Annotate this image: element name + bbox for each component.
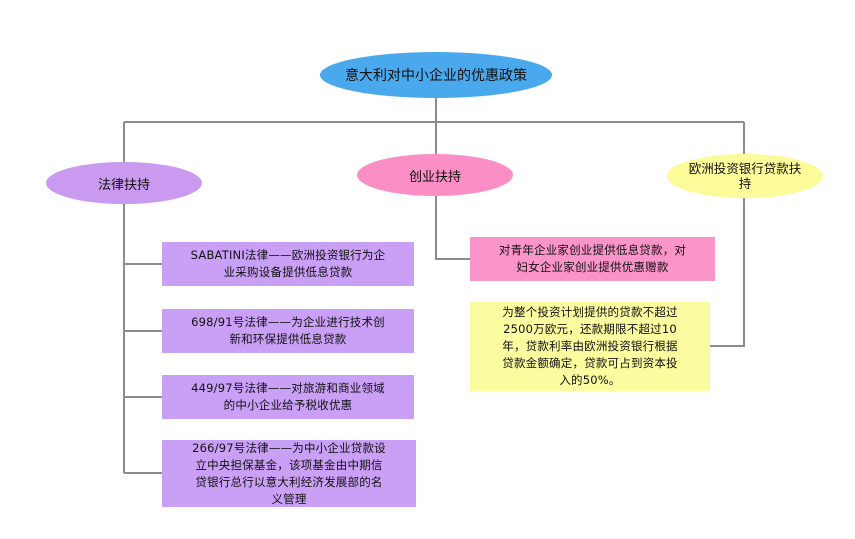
law-698-91-box: 698/91号法律——为企业进行技术创 新和环保提供低息贷款	[162, 309, 414, 353]
startup-detail-box: 对青年企业家创业提供低息贷款，对 妇女企业家创业提供优惠赠款	[470, 237, 715, 281]
law-sabatini-line1: SABATINI法律——欧洲投资银行为企	[190, 248, 386, 262]
startup-detail-line2: 妇女企业家创业提供优惠赠款	[516, 260, 669, 274]
law-266-97-line3: 贷银行总行以意大利经济发展部的名	[195, 474, 383, 489]
branch-legal-support: 法律扶持	[46, 162, 202, 204]
law-698-91-line1: 698/91号法律——为企业进行技术创	[191, 315, 385, 329]
eib-detail-box: 为整个投资计划提供的贷款不超过 2500万欧元，还款期限不超过10 年，贷款利率…	[470, 302, 710, 391]
law-266-97-line4: 义管理	[271, 491, 307, 506]
branch-eib-loan-support: 欧洲投资银行贷款扶 持	[667, 154, 823, 198]
eib-detail-line5: 入的50%。	[559, 373, 621, 387]
eib-detail-line1: 为整个投资计划提供的贷款不超过	[502, 305, 678, 319]
law-698-91-line2: 新和环保提供低息贷款	[229, 332, 347, 346]
branch-legal-label: 法律扶持	[97, 177, 150, 193]
law-266-97-box: 266/97号法律——为中小企业贷款设 立中央担保基金，该项基金由中期信 贷银行…	[162, 440, 416, 507]
eib-detail-line4: 贷款金额确定，贷款可占到资本投	[502, 356, 678, 370]
law-266-97-line2: 立中央担保基金，该项基金由中期信	[195, 457, 383, 472]
law-266-97-line1: 266/97号法律——为中小企业贷款设	[192, 440, 386, 455]
connector-startup-detail	[435, 196, 470, 260]
eib-detail-line2: 2500万欧元，还款期限不超过10	[503, 322, 677, 336]
branch-startup-support: 创业扶持	[357, 154, 513, 196]
branch-eib-label-line2: 持	[738, 176, 752, 191]
startup-detail-line1: 对青年企业家创业提供低息贷款，对	[498, 243, 687, 257]
law-sabatini-line2: 业采购设备提供低息贷款	[223, 265, 353, 279]
law-449-97-line1: 449/97号法律——对旅游和商业领域	[191, 381, 385, 395]
root-topic: 意大利对中小企业的优惠政策	[320, 52, 552, 98]
branch-startup-label: 创业扶持	[408, 169, 461, 185]
connector-eib-detail	[710, 198, 745, 347]
root-topic-label: 意大利对中小企业的优惠政策	[345, 68, 527, 84]
law-sabatini-box: SABATINI法律——欧洲投资银行为企 业采购设备提供低息贷款	[162, 242, 414, 286]
eib-detail-line3: 年，贷款利率由欧洲投资银行根据	[502, 339, 678, 353]
branch-eib-label-line1: 欧洲投资银行贷款扶	[688, 161, 802, 176]
law-449-97-line2: 的中小企业给予税收优惠	[223, 398, 353, 412]
law-449-97-box: 449/97号法律——对旅游和商业领域 的中小企业给予税收优惠	[162, 375, 414, 419]
